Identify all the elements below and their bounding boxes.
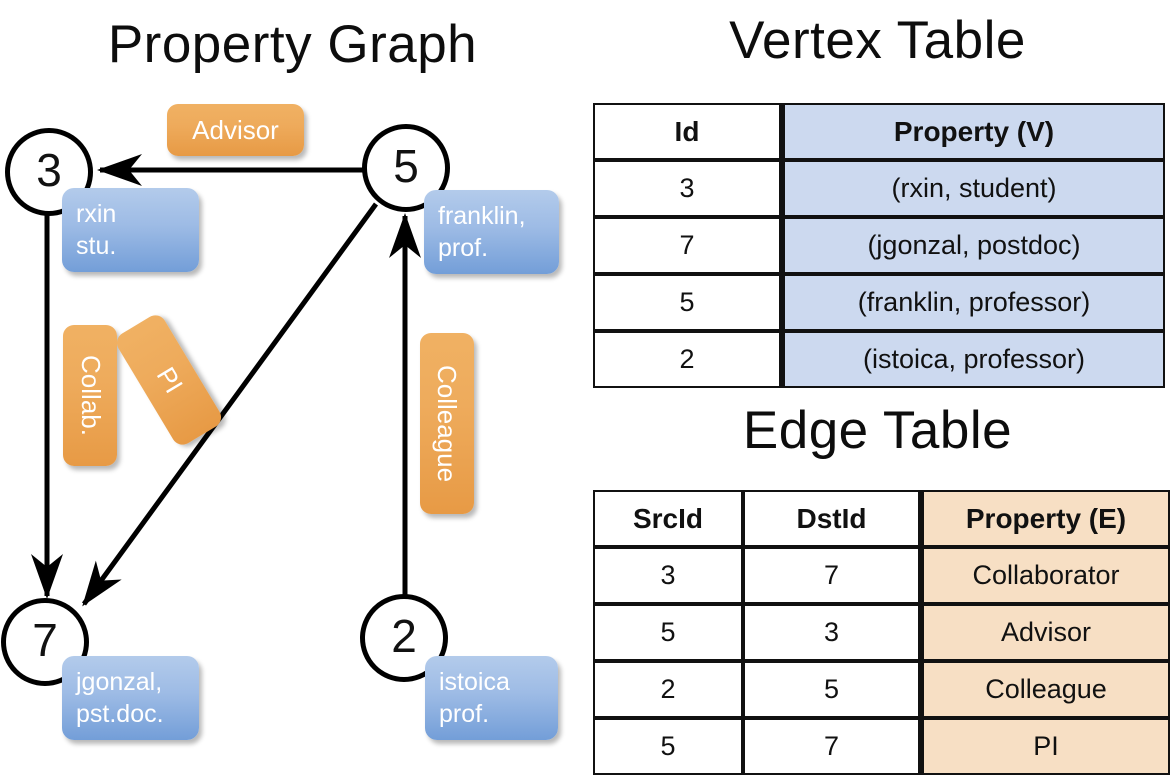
graph-edge-arrows — [31, 154, 421, 607]
edge-property-cell: PI — [920, 718, 1170, 775]
edge-property-cell: Colleague — [920, 661, 1170, 718]
vertex-table-header-id: Id — [593, 103, 781, 160]
table-row[interactable]: 5 (franklin, professor) — [593, 274, 1165, 331]
edge-dstid-cell: 7 — [743, 547, 920, 604]
edge-label-advisor-text: Advisor — [192, 114, 279, 145]
node-property-jgonzal-line1: jgonzal, — [76, 668, 163, 696]
node-property-box-franklin: franklin, prof. — [424, 190, 559, 274]
vertex-table-header-row: Id Property (V) — [593, 103, 1165, 160]
edge-label-pi-text: PI — [150, 361, 189, 399]
node-property-rxin-line1: rxin — [76, 200, 117, 228]
graph-node-2-label: 2 — [391, 610, 417, 662]
node-property-franklin-line1: franklin, — [438, 202, 526, 230]
edge-label-colleague: Colleague — [420, 333, 474, 514]
edge-table-header-property: Property (E) — [920, 490, 1170, 547]
vertex-property-cell: (istoica, professor) — [781, 331, 1165, 388]
node-property-istoica-line2: prof. — [439, 700, 490, 728]
table-row[interactable]: 7 (jgonzal, postdoc) — [593, 217, 1165, 274]
vertex-table: Id Property (V) 3 (rxin, student) 7 (jgo… — [593, 103, 1165, 388]
graph-node-5-label: 5 — [393, 140, 419, 192]
edge-srcid-cell: 3 — [593, 547, 743, 604]
edge-label-colleague-text: Colleague — [432, 364, 463, 483]
edge-table-header-dstid: DstId — [743, 490, 920, 547]
page-title-vertex-table: Vertex Table — [729, 11, 1026, 70]
page-title-edge-table: Edge Table — [742, 401, 1013, 460]
edge-srcid-cell: 2 — [593, 661, 743, 718]
edge-label-collab-text: Collab. — [75, 355, 106, 436]
graph-node-7-label: 7 — [32, 614, 58, 666]
edge-table-header-srcid: SrcId — [593, 490, 743, 547]
graph-node-5[interactable]: 5 — [362, 124, 450, 212]
vertex-id-cell: 3 — [593, 160, 781, 217]
table-row[interactable]: 2 5 Colleague — [593, 661, 1170, 718]
vertex-table-header-property: Property (V) — [781, 103, 1165, 160]
node-property-franklin-line2: prof. — [438, 234, 489, 262]
page-title-property-graph: Property Graph — [107, 15, 478, 74]
edge-dstid-cell: 7 — [743, 718, 920, 775]
graph-node-2[interactable]: 2 — [360, 594, 448, 682]
node-property-istoica-line1: istoica — [439, 668, 510, 696]
table-row[interactable]: 2 (istoica, professor) — [593, 331, 1165, 388]
vertex-property-cell: (rxin, student) — [781, 160, 1165, 217]
edge-srcid-cell: 5 — [593, 604, 743, 661]
edge-dstid-cell: 5 — [743, 661, 920, 718]
edge-dstid-cell: 3 — [743, 604, 920, 661]
table-row[interactable]: 5 3 Advisor — [593, 604, 1170, 661]
edge-table-header-row: SrcId DstId Property (E) — [593, 490, 1170, 547]
edge-arrow-pi — [81, 202, 379, 607]
table-row[interactable]: 3 (rxin, student) — [593, 160, 1165, 217]
edge-label-collab: Collab. — [63, 325, 117, 466]
edge-srcid-cell: 5 — [593, 718, 743, 775]
edge-label-advisor: Advisor — [167, 104, 304, 156]
edge-property-cell: Collaborator — [920, 547, 1170, 604]
node-property-box-rxin: rxin stu. — [62, 188, 199, 272]
node-property-rxin-line2: stu. — [76, 232, 117, 260]
node-property-box-jgonzal: jgonzal, pst.doc. — [62, 656, 199, 740]
property-graph-diagram: 3 5 7 2 rxin stu. franklin, prof. jgonza… — [0, 0, 585, 760]
vertex-id-cell: 5 — [593, 274, 781, 331]
vertex-property-cell: (franklin, professor) — [781, 274, 1165, 331]
vertex-property-cell: (jgonzal, postdoc) — [781, 217, 1165, 274]
vertex-id-cell: 2 — [593, 331, 781, 388]
vertex-id-cell: 7 — [593, 217, 781, 274]
table-row[interactable]: 5 7 PI — [593, 718, 1170, 775]
table-row[interactable]: 3 7 Collaborator — [593, 547, 1170, 604]
graph-node-3-label: 3 — [36, 144, 62, 196]
node-property-box-istoica: istoica prof. — [425, 656, 558, 740]
edge-property-cell: Advisor — [920, 604, 1170, 661]
edge-table: SrcId DstId Property (E) 3 7 Collaborato… — [593, 490, 1170, 775]
node-property-jgonzal-line2: pst.doc. — [76, 700, 164, 728]
